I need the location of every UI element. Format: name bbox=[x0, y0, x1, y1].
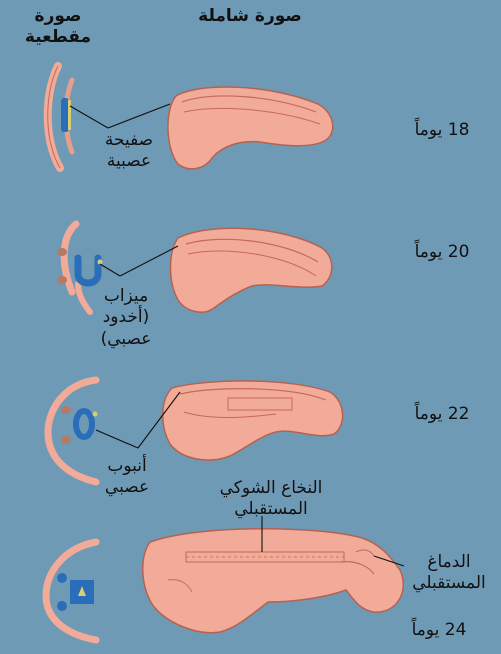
leader-lines-20 bbox=[100, 246, 178, 276]
leader-lines-18 bbox=[70, 104, 170, 128]
age-18-days: 18 يوماً bbox=[400, 120, 484, 141]
cross-section-24-days bbox=[46, 542, 96, 640]
whole-view-22-days bbox=[163, 381, 343, 460]
cross-section-22-days bbox=[48, 380, 98, 482]
whole-view-20-days bbox=[171, 228, 332, 312]
label-future-spinal-cord: النخاع الشوكي المستقبلي bbox=[196, 478, 346, 521]
age-22-days: 22 يوماً bbox=[400, 404, 484, 425]
label-neural-tube: أنبوب عصبي bbox=[92, 456, 162, 499]
cross-section-18-days bbox=[48, 66, 72, 168]
age-20-days: 20 يوماً bbox=[400, 242, 484, 263]
label-neural-plate: صفيحة عصبية bbox=[92, 130, 166, 173]
header-cross-section: صورة مقطعية bbox=[18, 6, 98, 49]
whole-view-18-days bbox=[168, 87, 333, 169]
label-future-brain: الدماغ المستقبلي bbox=[402, 552, 496, 595]
age-24-days: 24 يوماً bbox=[394, 620, 484, 641]
whole-view-24-days bbox=[143, 529, 404, 633]
header-whole-view: صورة شاملة bbox=[170, 6, 330, 27]
label-neural-groove: ميزاب (أخدود عصبي) bbox=[86, 286, 166, 350]
